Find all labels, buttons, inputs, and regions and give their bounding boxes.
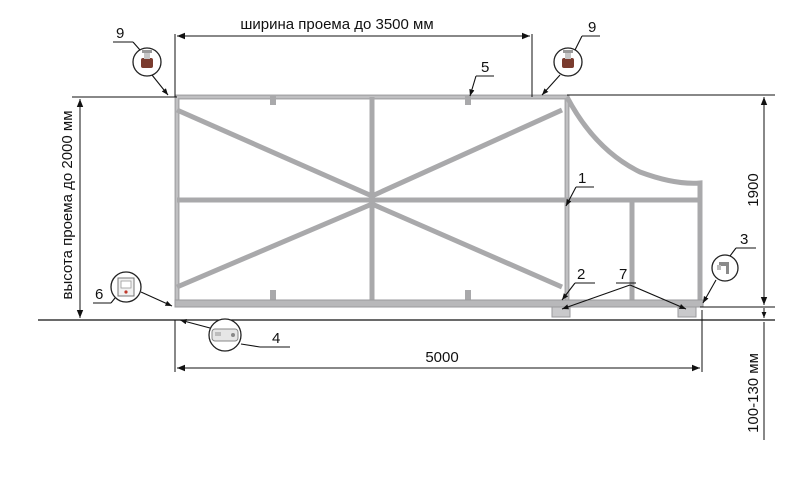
catcher-icon	[141, 50, 153, 68]
callout-5: 5	[481, 59, 489, 76]
length-dimension: 5000	[174, 310, 703, 372]
callout-motor: 4	[179, 318, 290, 352]
callout-7: 7	[619, 266, 627, 283]
height-dimension: высота проема до 2000 мм	[59, 96, 177, 318]
clearance-dimension: 100-130 мм	[745, 308, 767, 440]
motor-icon	[211, 328, 239, 342]
callout-3: 3	[740, 231, 748, 248]
callout-control-box: 6	[93, 271, 173, 307]
callout-4: 4	[272, 330, 280, 347]
clearance-label: 100-130 мм	[745, 353, 762, 433]
control-box-icon	[117, 277, 135, 297]
callout-2: 2	[577, 266, 585, 283]
callout-lower-beam: 2	[561, 266, 595, 301]
callout-top-roller: 3	[702, 231, 756, 304]
callout-roller-carriage: 7	[561, 266, 687, 310]
callout-top-bar: 5	[469, 59, 494, 97]
length-label: 5000	[425, 349, 458, 366]
gate-height-label: 1900	[745, 173, 762, 206]
callout-6: 6	[95, 286, 103, 303]
top-roller-icon	[717, 262, 729, 274]
callout-1: 1	[578, 170, 586, 187]
gate-frame	[174, 94, 704, 318]
callout-9-right: 9	[588, 19, 596, 36]
callout-catcher-right: 9	[541, 19, 600, 96]
callout-9-left: 9	[116, 25, 124, 42]
width-label: ширина проема до 3500 мм	[240, 16, 433, 33]
width-dimension: ширина проема до 3500 мм	[174, 16, 533, 97]
callout-frame: 1	[565, 170, 594, 207]
height-label: высота проема до 2000 мм	[59, 110, 76, 299]
callout-catcher-left: 9	[113, 25, 169, 96]
gate-height-dimension: 1900	[567, 94, 775, 308]
catcher-icon	[562, 50, 574, 68]
